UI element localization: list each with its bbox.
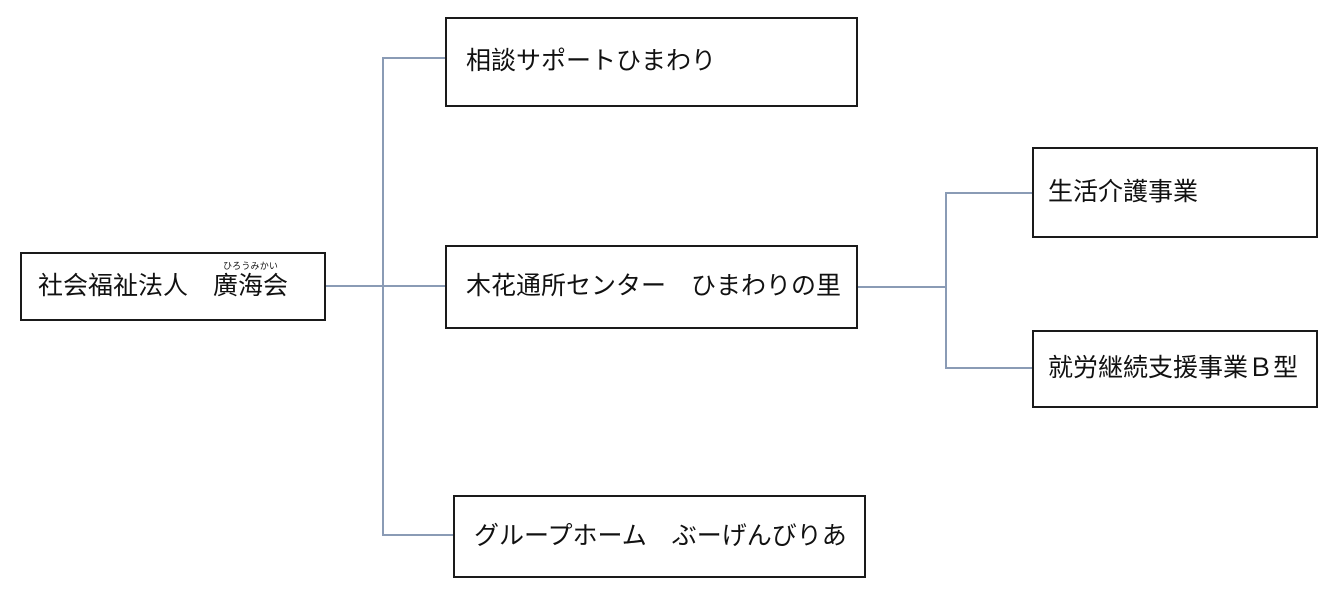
node-root-ruby-group: ひろうみかい廣海会: [213, 261, 289, 301]
node-child-2-label: 木花通所センター ひまわりの里: [466, 273, 842, 301]
connector-trunk-to-child-3: [382, 534, 454, 536]
node-root-label: 社会福祉法人 ひろうみかい廣海会: [38, 261, 289, 301]
node-child-1-label: 相談サポートひまわり: [466, 48, 717, 76]
node-root-ruby-base: 廣海会: [213, 272, 289, 300]
node-child-1[interactable]: 相談サポートひまわり: [445, 17, 858, 107]
node-root-furigana: ひろうみかい: [222, 260, 279, 271]
connector-trunk-vertical: [382, 57, 384, 536]
node-child-3[interactable]: グループホーム ぶーげんびりあ: [453, 495, 866, 578]
node-grandchild-2[interactable]: 就労継続支援事業Ｂ型: [1032, 330, 1318, 408]
connector-right-trunk-vertical: [945, 192, 947, 369]
connector-right-trunk-to-grandchild-2: [945, 367, 1033, 369]
node-grandchild-1-label: 生活介護事業: [1048, 178, 1199, 206]
node-child-2[interactable]: 木花通所センター ひまわりの里: [445, 245, 858, 329]
node-root-label-main: 社会福祉法人: [38, 272, 214, 300]
node-grandchild-1[interactable]: 生活介護事業: [1032, 147, 1318, 238]
node-grandchild-2-label: 就労継続支援事業Ｂ型: [1048, 355, 1299, 383]
connector-trunk-to-child-2: [382, 285, 446, 287]
node-root[interactable]: 社会福祉法人 ひろうみかい廣海会: [20, 252, 326, 321]
node-child-3-label: グループホーム ぶーげんびりあ: [474, 522, 847, 550]
connector-root-to-trunk: [326, 285, 384, 287]
connector-right-trunk-to-grandchild-1: [945, 192, 1033, 194]
connector-child-2-to-right-trunk: [858, 286, 947, 288]
connector-trunk-to-child-1: [382, 57, 446, 59]
